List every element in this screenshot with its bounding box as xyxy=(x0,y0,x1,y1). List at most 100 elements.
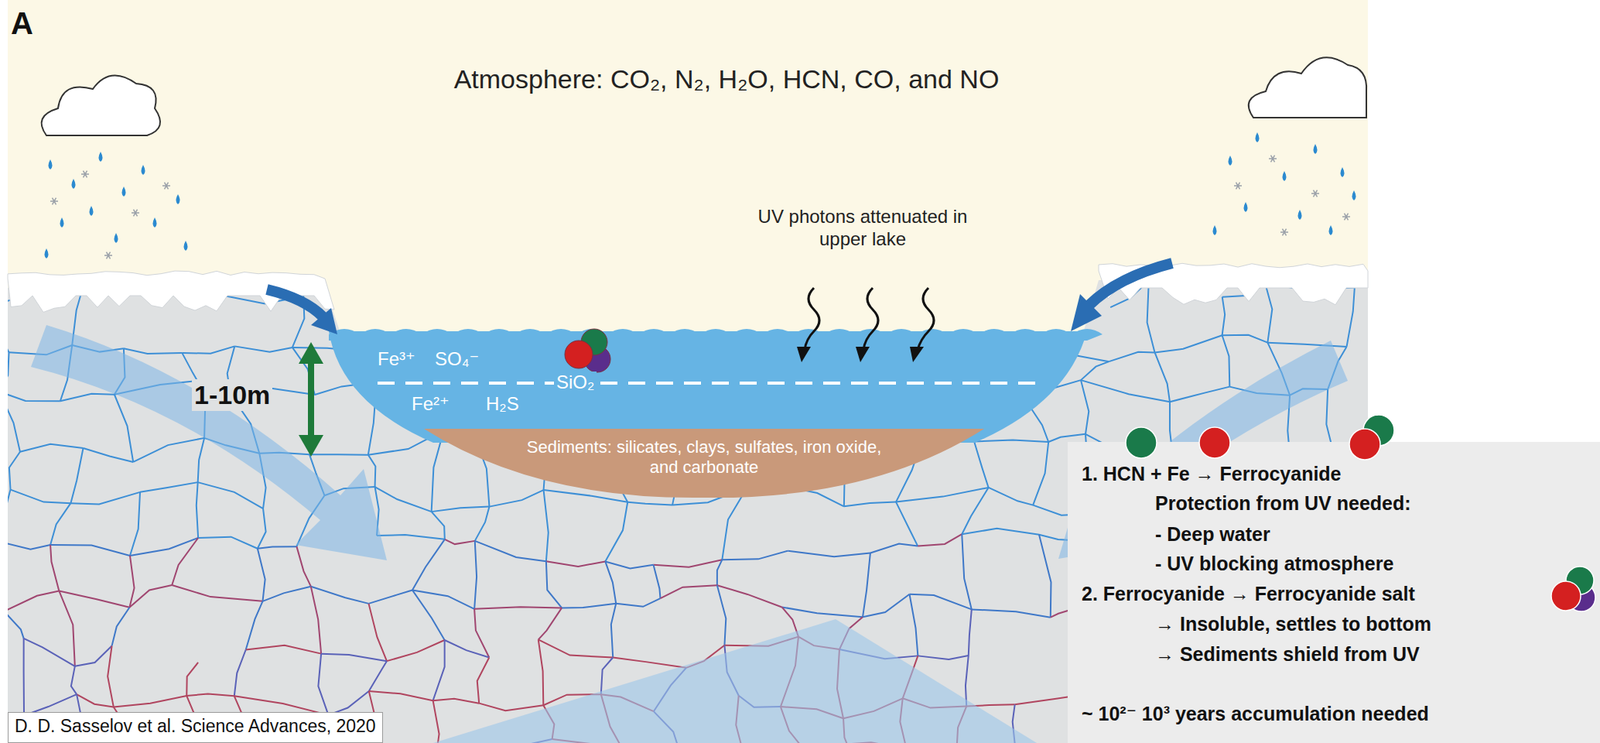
salt-icon xyxy=(1551,581,1581,611)
crack-line xyxy=(70,492,141,505)
snowflake xyxy=(106,252,111,260)
info-line: ~ 10²⁻ 10³ years accumulation needed xyxy=(1081,701,1430,725)
raindrop xyxy=(1352,190,1357,201)
info-line: Protection from UV needed: xyxy=(1155,491,1412,515)
snowflake xyxy=(52,198,57,206)
crack-line xyxy=(10,489,72,504)
raindrop xyxy=(60,217,65,228)
hcn-icon xyxy=(1125,427,1157,459)
crack-line xyxy=(140,482,199,493)
crack-line xyxy=(788,550,871,558)
crack-line xyxy=(605,560,616,603)
raindrop xyxy=(48,159,53,170)
info-line: 2. Ferrocyanide → Ferrocyanide salt xyxy=(1081,581,1416,606)
crack-line xyxy=(262,586,311,602)
crack-line xyxy=(198,482,264,509)
crack-line xyxy=(488,489,544,507)
uv-label: UV photons attenuated in upper lake xyxy=(756,205,970,251)
crack-line xyxy=(1048,434,1086,442)
snowflake xyxy=(1344,213,1349,221)
raindrop xyxy=(1329,225,1334,236)
crack-line xyxy=(234,345,293,352)
cloud xyxy=(41,75,161,136)
citation-text: D. D. Sasselov et al. Science Advances, … xyxy=(14,715,377,738)
crack-line xyxy=(58,590,130,607)
snowflake xyxy=(52,198,57,206)
crack-line xyxy=(627,502,673,506)
crack-line xyxy=(71,666,77,695)
crack-line xyxy=(546,560,606,567)
citation-box: D. D. Sasselov et al. Science Advances, … xyxy=(7,711,383,743)
crack-line xyxy=(605,502,628,562)
crack-line xyxy=(844,502,896,507)
crack-line xyxy=(412,539,445,591)
crack-line xyxy=(613,283,626,332)
raindrop xyxy=(1213,225,1218,236)
crack-line xyxy=(309,453,369,455)
snowflake xyxy=(1313,190,1318,198)
crack-line xyxy=(317,653,329,715)
crack-line xyxy=(198,536,258,549)
snowflake xyxy=(1271,155,1276,163)
info-line: → Sediments shield from UV xyxy=(1155,642,1420,666)
crack-line xyxy=(198,437,205,483)
crack-line xyxy=(368,603,387,661)
crack-line xyxy=(538,607,562,640)
snowflake xyxy=(1313,190,1318,198)
crack-line xyxy=(328,690,369,715)
crack-line xyxy=(129,555,134,608)
crack-line xyxy=(0,391,21,452)
flow-arrow xyxy=(30,324,387,561)
crack-line xyxy=(605,560,653,568)
crack-line xyxy=(311,586,322,654)
crack-line xyxy=(484,276,542,284)
snowflake xyxy=(164,182,169,190)
inflow-arrow xyxy=(1070,294,1102,332)
crack-line xyxy=(369,660,387,691)
crack-line xyxy=(133,437,205,462)
raindrop xyxy=(1244,201,1248,212)
crack-line xyxy=(257,548,266,602)
ion-label: H₂S xyxy=(485,393,520,416)
crack-line xyxy=(971,608,1051,617)
raindrop xyxy=(122,186,127,197)
crack-line xyxy=(1080,379,1089,435)
snowflake xyxy=(133,209,138,217)
crack-line xyxy=(615,598,660,607)
crack-line xyxy=(784,283,853,299)
crack-line xyxy=(431,506,490,513)
crack-line xyxy=(862,594,910,618)
salt-icon xyxy=(1565,566,1594,595)
depth-label: 1-10m xyxy=(191,379,273,411)
crack-line xyxy=(1267,342,1347,347)
crack-line xyxy=(20,444,84,452)
raindrop xyxy=(1228,155,1233,166)
redox-boundary xyxy=(377,381,1041,385)
crack-line xyxy=(991,278,1050,310)
crack-line xyxy=(968,608,972,656)
ferrocyanide-molecule xyxy=(564,328,611,373)
crack-line xyxy=(909,594,972,610)
snowflake xyxy=(133,209,138,217)
crack-line xyxy=(50,544,130,556)
crack-line xyxy=(23,638,76,667)
crack-line xyxy=(909,594,919,657)
crack-line xyxy=(929,288,993,310)
crack-line xyxy=(541,282,626,290)
crack-line xyxy=(974,440,1049,442)
raindrop xyxy=(153,217,158,228)
crack-line xyxy=(1032,441,1049,506)
cloud xyxy=(1248,57,1367,118)
crack-line xyxy=(721,550,788,561)
crack-line xyxy=(1222,335,1231,387)
snowflake xyxy=(164,182,169,190)
mineral-label: SiO₂ xyxy=(553,371,597,394)
crack-line xyxy=(561,603,616,609)
crack-line xyxy=(721,487,747,560)
crack-line xyxy=(50,544,59,591)
crack-line xyxy=(660,584,718,599)
crack-line xyxy=(246,601,264,650)
crack-line xyxy=(478,703,544,712)
crack-line xyxy=(3,590,59,611)
crack-line xyxy=(186,662,199,696)
